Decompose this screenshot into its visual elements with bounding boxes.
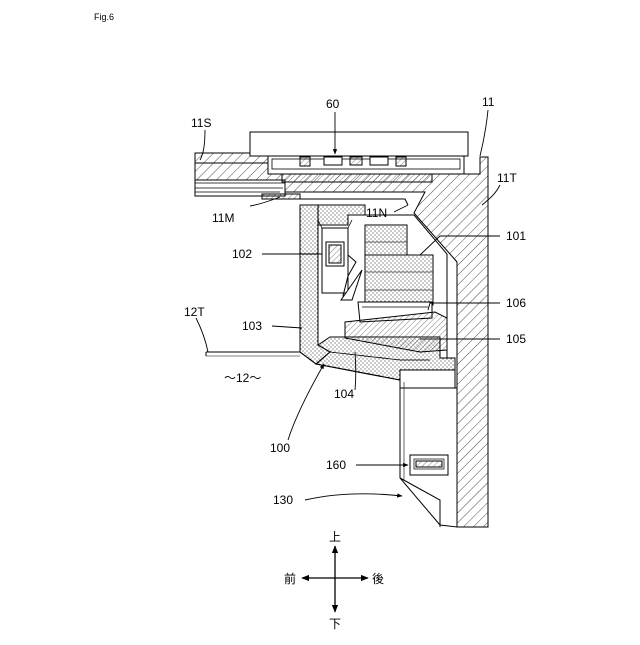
direction-front-label: 前 [284, 571, 296, 586]
label-105: 105 [506, 332, 526, 346]
label-11M: 11M [212, 211, 234, 225]
direction-down-label: 下 [329, 617, 341, 631]
room-ceiling-12T [206, 352, 300, 356]
figure-label: Fig.6 [94, 12, 114, 22]
label-104: 104 [334, 387, 354, 401]
label-160: 160 [326, 458, 346, 472]
direction-indicator [302, 546, 368, 612]
label-102: 102 [232, 247, 252, 261]
label-106: 106 [506, 296, 526, 310]
label-100: 100 [270, 441, 290, 455]
label-12: ～12～ [224, 371, 261, 385]
direction-up-label: 上 [329, 530, 341, 544]
label-11N: 11N [366, 206, 387, 220]
box-160 [410, 455, 448, 475]
label-60: 60 [326, 97, 340, 111]
label-11: 11 [482, 95, 495, 109]
label-130: 130 [273, 493, 293, 507]
label-11T: 11T [497, 171, 517, 185]
unit-60 [250, 132, 468, 182]
label-103: 103 [242, 319, 262, 333]
label-12T: 12T [184, 305, 205, 319]
label-101: 101 [506, 229, 526, 243]
direction-back-label: 後 [372, 572, 384, 586]
panel-130 [400, 380, 457, 527]
label-11S: 11S [191, 116, 211, 130]
